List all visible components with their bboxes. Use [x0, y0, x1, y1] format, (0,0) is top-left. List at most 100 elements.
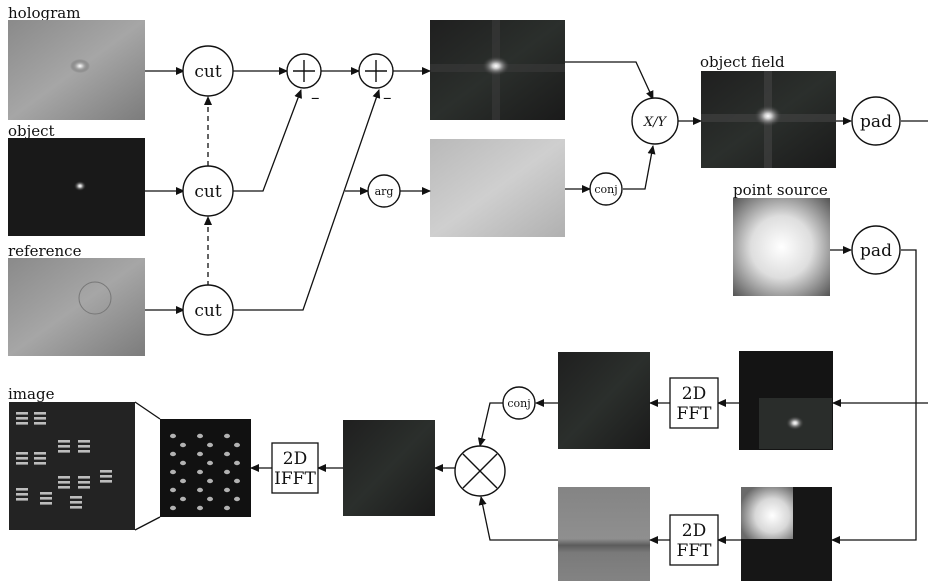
fft-box-line1: 2D [682, 521, 706, 541]
texture-bar [58, 481, 70, 484]
sum-node-2 [358, 53, 394, 89]
spectrum-image [430, 20, 565, 120]
ifft-box-line1: 2D [283, 449, 307, 469]
texture-bar [34, 462, 46, 465]
phase-image [430, 139, 565, 237]
fft-box-line2: FFT [677, 541, 713, 561]
texture-dot [170, 505, 176, 511]
texture-dot [224, 433, 230, 439]
texture-dot [224, 451, 230, 457]
texture-bar [16, 412, 28, 415]
texture-bar [40, 492, 52, 495]
cut-node-reference: cut [182, 284, 234, 336]
texture-dot [180, 442, 186, 448]
fft-box-line2: FFT [677, 404, 713, 424]
image-label: image [8, 385, 55, 403]
texture-bar [58, 476, 70, 479]
texture-dot [170, 451, 176, 457]
texture-bar [16, 488, 28, 491]
texture-bar [34, 417, 46, 420]
product-image [343, 420, 435, 516]
cut-node-object: cut [182, 165, 234, 217]
texture-dot [224, 505, 230, 511]
texture-dot [180, 460, 186, 466]
texture-dot [234, 460, 240, 466]
zoom-line-bottom [134, 516, 161, 531]
cut-node-label: cut [194, 62, 221, 82]
field-fft-image [558, 352, 650, 449]
texture-dot [180, 478, 186, 484]
texture-bar [78, 476, 90, 479]
texture-bar [70, 496, 82, 499]
target-image [9, 402, 135, 530]
texture-bar [34, 422, 46, 425]
texture-dot [224, 469, 230, 475]
texture-bar [78, 440, 90, 443]
texture-bar [40, 502, 52, 505]
texture-bar [16, 462, 28, 465]
pad-node-label: pad [860, 112, 892, 132]
ifft-box: 2D IFFT [271, 442, 319, 494]
texture-bar [34, 412, 46, 415]
texture-dot [170, 469, 176, 475]
texture-bar [58, 440, 70, 443]
connection-wires [145, 61, 928, 544]
object-image [8, 138, 145, 236]
texture-bar [58, 445, 70, 448]
fft-box-field: 2D FFT [669, 377, 719, 429]
texture-bar [78, 445, 90, 448]
texture-bar [78, 486, 90, 489]
texture-dot [197, 433, 203, 439]
hologram-image [8, 20, 145, 120]
texture-bar [16, 417, 28, 420]
hologram-label: hologram [8, 4, 80, 22]
texture-bar [70, 506, 82, 509]
texture-bar [16, 457, 28, 460]
conj-node-bottom: conj [502, 386, 536, 420]
cut-node-hologram: cut [182, 45, 234, 97]
point-source-label: point source [733, 181, 828, 199]
object-field-label: object field [700, 53, 785, 71]
padded-point-image [741, 487, 832, 581]
texture-bar [34, 452, 46, 455]
minus-sign-1: – [311, 88, 320, 108]
reference-image [8, 258, 145, 356]
texture-bar [16, 493, 28, 496]
multiply-node [454, 445, 506, 497]
texture-bar [70, 501, 82, 504]
pad-node-label: pad [860, 241, 892, 261]
arg-node-label: arg [375, 185, 394, 198]
texture-bar [100, 470, 112, 473]
texture-dot [224, 487, 230, 493]
reconstruction-image [160, 419, 251, 517]
texture-bar [78, 481, 90, 484]
point-fft-image [558, 487, 650, 581]
conj-node-label: conj [507, 397, 530, 410]
texture-bar [100, 480, 112, 483]
texture-dot [170, 487, 176, 493]
texture-dot [180, 496, 186, 502]
texture-bar [16, 422, 28, 425]
texture-dot [207, 442, 213, 448]
texture-dot [207, 496, 213, 502]
texture-dot [197, 487, 203, 493]
texture-dot [207, 478, 213, 484]
texture-dot [197, 469, 203, 475]
texture-dot [197, 451, 203, 457]
texture-bar [16, 452, 28, 455]
conj-node-label: conj [594, 183, 617, 196]
ifft-box-line2: IFFT [274, 469, 316, 489]
divide-node: X/Y [631, 97, 679, 145]
divide-node-label: X/Y [643, 115, 668, 130]
texture-dot [170, 433, 176, 439]
texture-bar [58, 486, 70, 489]
texture-dot [234, 442, 240, 448]
conj-node-top: conj [589, 172, 623, 206]
pad-node-point: pad [851, 225, 901, 275]
texture-dot [234, 478, 240, 484]
texture-bar [16, 498, 28, 501]
zoom-line-top [134, 401, 161, 420]
cut-node-label: cut [194, 301, 221, 321]
texture-bar [40, 497, 52, 500]
